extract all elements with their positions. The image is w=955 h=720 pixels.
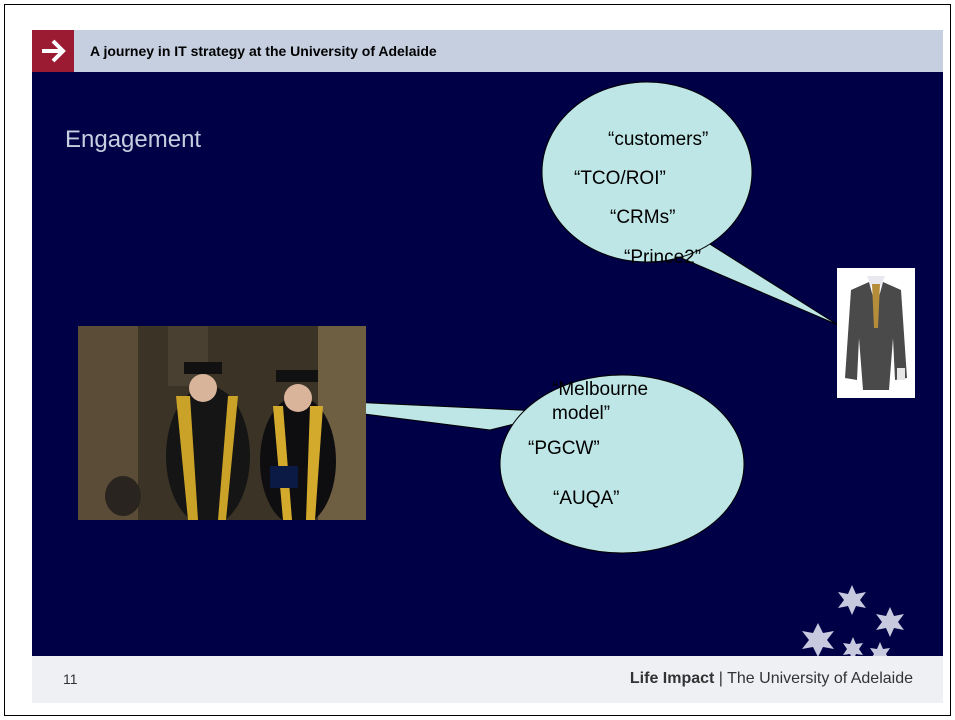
slide: A journey in IT strategy at the Universi…	[32, 30, 943, 703]
page-frame	[4, 4, 951, 716]
bubble-bottom-line-1: “Melbourne	[552, 379, 649, 400]
speech-bubble-top-body	[541, 81, 753, 263]
footer-brand-rest: The University of Adelaide	[727, 670, 913, 687]
speech-bubble-bottom-body	[499, 374, 745, 554]
page-number: 11	[63, 671, 78, 687]
slide-footer: 11 Life Impact | The University of Adela…	[32, 656, 943, 703]
star-icon	[876, 607, 904, 637]
bubble-bottom-line-2: model”	[552, 403, 611, 424]
header-title: A journey in IT strategy at the Universi…	[90, 43, 437, 59]
bubble-top-line-3: “CRMs”	[610, 207, 676, 228]
footer-brand: Life Impact | The University of Adelaide	[630, 670, 913, 688]
star-icon	[870, 642, 890, 656]
slide-header: A journey in IT strategy at the Universi…	[32, 30, 943, 72]
star-icon	[843, 637, 863, 656]
slide-title: Engagement	[65, 126, 202, 153]
bubble-bottom-line-4: “AUQA”	[553, 488, 620, 509]
bubble-top-line-4: “Prince2”	[624, 247, 702, 268]
bubble-top-line-1: “customers”	[608, 129, 709, 150]
star-icon	[838, 585, 866, 615]
bubble-bottom-line-3: “PGCW”	[528, 438, 600, 459]
star-icon	[802, 623, 834, 656]
arrow-icon	[32, 30, 74, 72]
footer-brand-separator: |	[714, 670, 728, 687]
bubble-top-line-2: “TCO/ROI”	[574, 168, 666, 189]
graduation-photo	[78, 326, 366, 520]
footer-brand-bold: Life Impact	[629, 670, 715, 687]
business-suit-image	[837, 268, 915, 398]
decorative-stars	[802, 585, 904, 656]
